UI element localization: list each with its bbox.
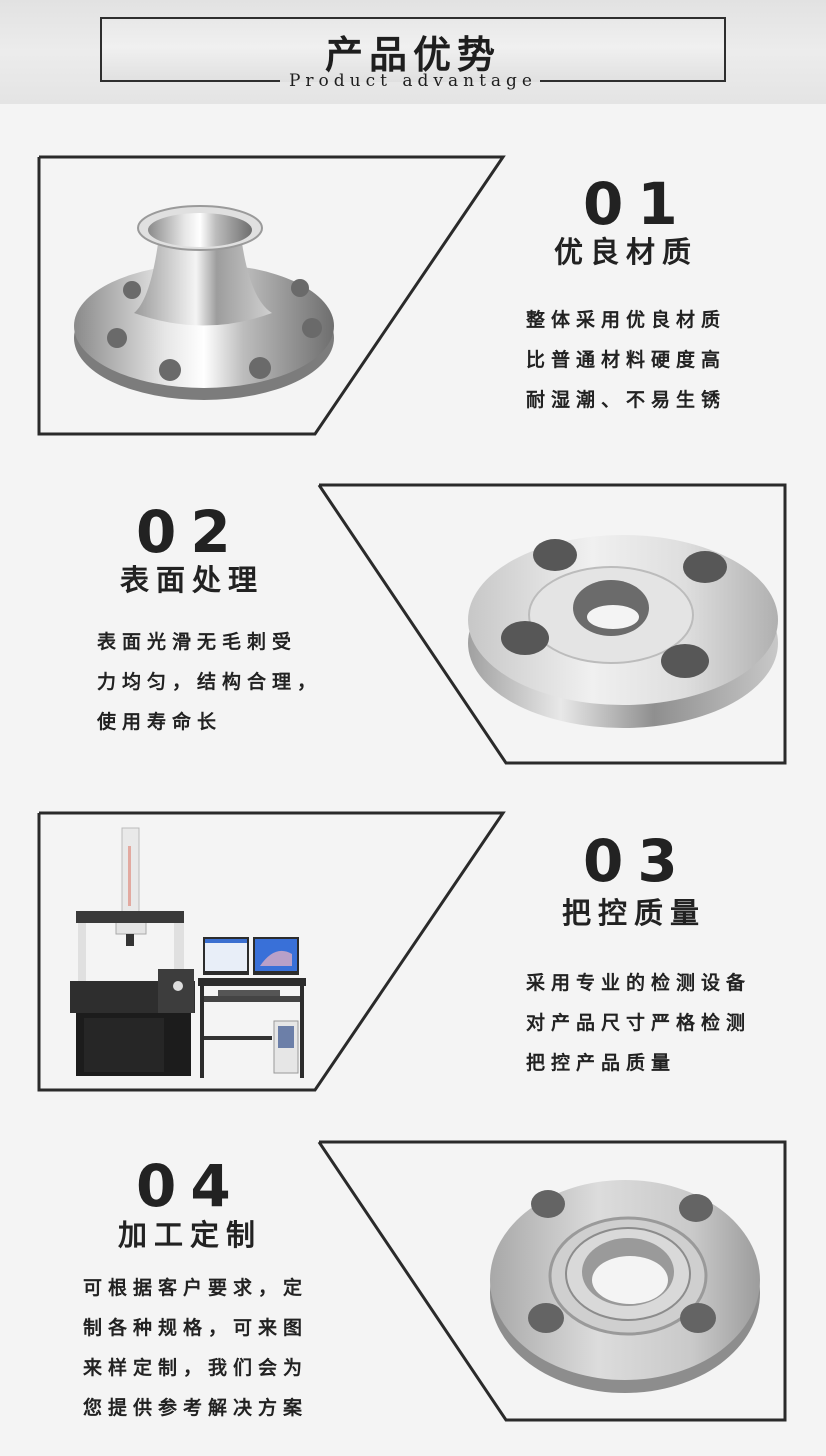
description-line: 来样定制，我们会为 [83,1357,309,1379]
header-rule-right [540,80,726,82]
description-line: 力均匀，结构合理， [97,671,323,693]
description-line: 采用专业的检测设备 [526,972,752,994]
header-frame [100,17,726,82]
feature-description: 采用专业的检测设备 对产品尺寸严格检测 把控产品质量 [526,963,751,1083]
feature-number: 04 [136,1152,245,1220]
description-line: 比普通材料硬度高 [526,349,727,371]
feature-number: 01 [583,170,692,238]
description-line: 使用寿命长 [97,711,223,733]
frame-outline [317,483,787,765]
feature-number: 02 [136,498,245,566]
frame-outline [37,155,506,436]
feature-04-frame [316,1140,788,1423]
page-title: 产品优势 [324,32,501,77]
feature-02-frame [316,483,788,766]
feature-title: 把控质量 [562,896,707,930]
description-line: 制各种规格，可来图 [83,1317,309,1339]
feature-title: 表面处理 [120,563,265,597]
feature-number: 03 [583,827,692,895]
feature-description: 可根据客户要求，定 制各种规格，可来图 来样定制，我们会为 您提供参考解决方案 [83,1268,308,1428]
frame-outline [37,811,506,1092]
feature-title: 加工定制 [118,1218,263,1252]
page-subtitle: Product advantage [288,71,537,91]
description-line: 把控产品质量 [526,1052,677,1074]
plate-flange-image [463,525,783,730]
description-line: 耐湿潮、不易生锈 [526,389,727,411]
description-line: 表面光滑无毛刺受 [97,631,298,653]
feature-03-frame [37,811,507,1093]
description-line: 对产品尺寸严格检测 [526,1012,752,1034]
feature-01-frame [37,155,507,437]
cmm-machine-image [70,826,315,1082]
description-line: 可根据客户要求，定 [83,1277,309,1299]
header-rule-left [100,80,280,82]
feature-description: 整体采用优良材质 比普通材料硬度高 耐湿潮、不易生锈 [526,300,726,420]
description-line: 您提供参考解决方案 [83,1397,309,1419]
raised-face-flange-image [488,1168,763,1398]
feature-title: 优良材质 [554,235,699,269]
weld-neck-flange-image [72,188,337,403]
feature-description: 表面光滑无毛刺受 力均匀，结构合理， 使用寿命长 [97,622,322,742]
description-line: 整体采用优良材质 [526,309,727,331]
frame-outline [317,1140,787,1422]
